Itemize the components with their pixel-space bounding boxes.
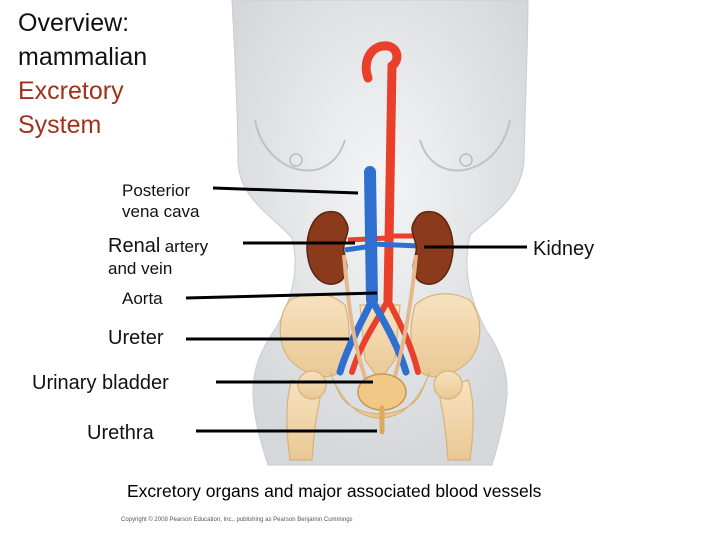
right-breast-contour <box>419 119 511 172</box>
label-posterior-vena-cava: Posterior vena cava <box>122 180 200 222</box>
label-renal: Renal <box>108 235 161 257</box>
callout-posterior-vena-cava <box>212 186 359 195</box>
label-renal-artery-and-vein: Renal artery and vein <box>108 235 208 280</box>
common-iliac-artery-left <box>349 297 391 375</box>
left-femoral-head <box>297 370 327 400</box>
copyright-notice: Copyright © 2008 Pearson Education, Inc.… <box>121 517 353 523</box>
right-ureter <box>392 254 418 381</box>
common-iliac-vein-right <box>368 296 410 376</box>
left-breast-contour <box>254 119 346 172</box>
urinary-bladder <box>357 373 407 411</box>
label-urethra: Urethra <box>87 422 154 444</box>
label-kidney: Kidney <box>533 238 595 260</box>
left-femur <box>286 379 323 461</box>
title-line-4: System <box>18 111 102 139</box>
label-ureter: Ureter <box>108 327 164 349</box>
figure-caption: Excretory organs and major associated bl… <box>127 481 542 501</box>
slide-title: Overview: mammalian Excretory System <box>18 6 147 142</box>
title-line-1: Overview: <box>18 9 130 37</box>
label-urinary-bladder: Urinary bladder <box>32 372 169 394</box>
label-aorta: Aorta <box>122 289 163 308</box>
label-and-vein: and vein <box>108 259 173 278</box>
renal-vein-left <box>344 243 373 253</box>
label-posterior: Posterior <box>122 181 191 200</box>
label-artery: artery <box>164 237 209 256</box>
right-femoral-head <box>433 370 463 400</box>
title-line-2: mammalian <box>18 43 148 71</box>
callout-aorta <box>185 291 378 300</box>
right-femur <box>437 379 474 461</box>
left-nipple <box>289 153 303 167</box>
label-vena-cava: vena cava <box>122 202 200 221</box>
left-ureter <box>342 254 368 381</box>
posterior-vena-cava <box>364 166 378 306</box>
title-line-3: Excretory <box>18 77 124 105</box>
right-nipple <box>459 153 473 167</box>
left-kidney <box>306 211 349 285</box>
renal-vein-right <box>371 241 421 249</box>
aorta <box>361 41 402 305</box>
pubic-arch <box>329 371 431 419</box>
